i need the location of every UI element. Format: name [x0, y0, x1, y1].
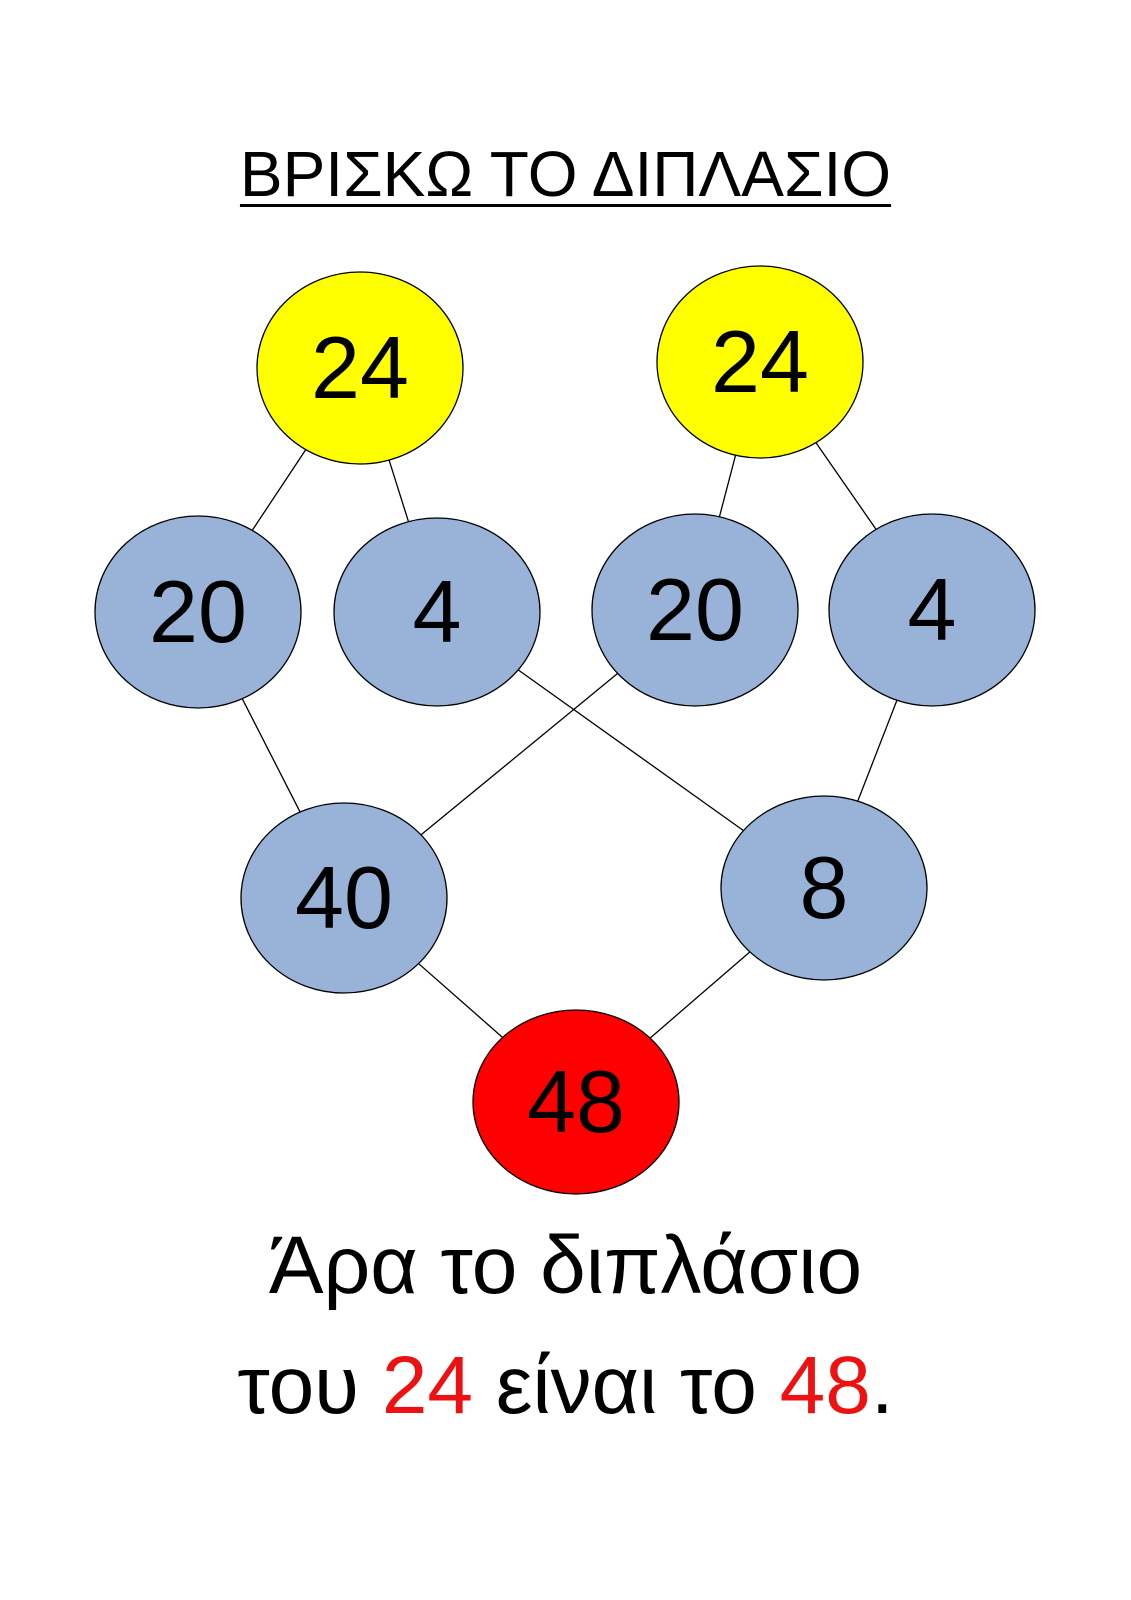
- node-circle-split-3: [591, 513, 799, 707]
- node-split-2: 4: [333, 517, 541, 707]
- connector-line-sum-tens-to-result: [418, 963, 504, 1038]
- connector-line-split-1-to-sum-tens: [241, 698, 301, 813]
- node-circle-split-2: [333, 517, 541, 707]
- node-sum-tens: 40: [240, 802, 448, 994]
- conclusion-suffix: .: [870, 1340, 894, 1431]
- node-split-1: 20: [94, 515, 302, 709]
- node-label-sum-tens: 40: [295, 848, 393, 947]
- page-title: ΒΡΙΣΚΩ ΤΟ ΔΙΠΛΑΣΙΟ: [0, 138, 1131, 210]
- connector-line-split-2-to-sum-units: [517, 669, 744, 832]
- connector-line-split-3-to-sum-tens: [420, 672, 619, 836]
- node-circle-sum-tens: [240, 802, 448, 994]
- conclusion-middle: είναι το: [473, 1340, 780, 1431]
- conclusion-value-from: 24: [381, 1340, 474, 1431]
- node-label-split-2: 4: [413, 562, 462, 661]
- connector-line-sum-units-to-result: [649, 951, 751, 1039]
- conclusion-line-1: Άρα το διπλάσιο: [0, 1218, 1131, 1314]
- diagram-nodes: 24 24 20 4 20 4 40 8 48: [94, 265, 1036, 1195]
- connector-line-top-right-to-split-4: [815, 442, 877, 530]
- connector-line-top-left-to-split-1: [251, 449, 307, 531]
- node-circle-split-1: [94, 515, 302, 709]
- connector-line-top-right-to-split-3: [718, 455, 737, 517]
- node-split-4: 4: [828, 513, 1036, 707]
- node-sum-units: 8: [720, 795, 928, 981]
- node-label-sum-units: 8: [800, 838, 849, 937]
- node-label-split-1: 20: [149, 562, 247, 661]
- node-circle-sum-units: [720, 795, 928, 981]
- node-top-right: 24: [656, 265, 864, 459]
- node-top-left: 24: [256, 271, 464, 465]
- node-label-top-right: 24: [711, 312, 809, 411]
- node-label-top-left: 24: [311, 318, 409, 417]
- node-split-3: 20: [591, 513, 799, 707]
- diagram-edges: [241, 442, 898, 1039]
- node-label-result: 48: [527, 1052, 625, 1151]
- node-label-split-3: 20: [646, 560, 744, 659]
- node-circle-result: [472, 1009, 680, 1195]
- node-circle-top-right: [656, 265, 864, 459]
- conclusion-text: Άρα το διπλάσιο: [268, 1220, 863, 1311]
- page-title-text: ΒΡΙΣΚΩ ΤΟ ΔΙΠΛΑΣΙΟ: [239, 138, 892, 210]
- connector-line-top-left-to-split-2: [388, 459, 410, 522]
- connector-line-split-4-to-sum-units: [857, 700, 898, 802]
- node-circle-split-4: [828, 513, 1036, 707]
- node-circle-top-left: [256, 271, 464, 465]
- node-result: 48: [472, 1009, 680, 1195]
- conclusion-line-2: του 24 είναι το 48.: [0, 1338, 1131, 1434]
- conclusion-prefix: του: [237, 1340, 382, 1431]
- node-label-split-4: 4: [908, 560, 957, 659]
- conclusion-value-to: 48: [779, 1340, 871, 1431]
